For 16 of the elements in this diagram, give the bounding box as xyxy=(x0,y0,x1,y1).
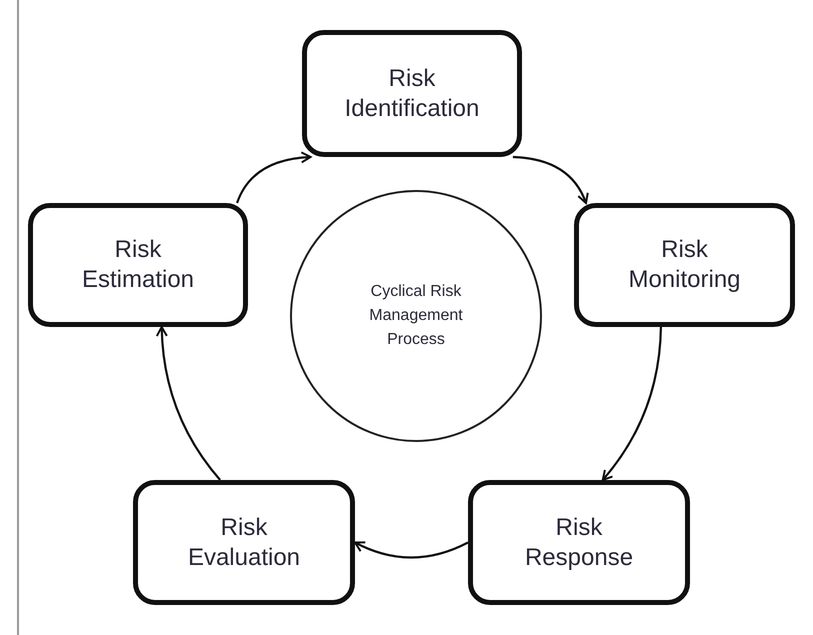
arrow xyxy=(236,152,312,204)
node-label: Risk Evaluation xyxy=(188,512,300,572)
process-box xyxy=(574,203,795,327)
process-box xyxy=(133,480,355,605)
arrow xyxy=(602,326,662,481)
arrow xyxy=(354,540,468,559)
process-box xyxy=(28,203,248,327)
node-label: Risk Response xyxy=(524,512,634,572)
arrow xyxy=(156,326,221,481)
process-box xyxy=(468,480,690,605)
node-label: Risk Identification xyxy=(344,64,480,124)
node-label: Cyclical Risk Management Process xyxy=(368,282,464,350)
node-label: Risk Monitoring xyxy=(628,235,741,295)
process-box xyxy=(302,30,522,157)
arrow xyxy=(512,156,588,204)
node-label: Risk Estimation xyxy=(82,235,194,295)
